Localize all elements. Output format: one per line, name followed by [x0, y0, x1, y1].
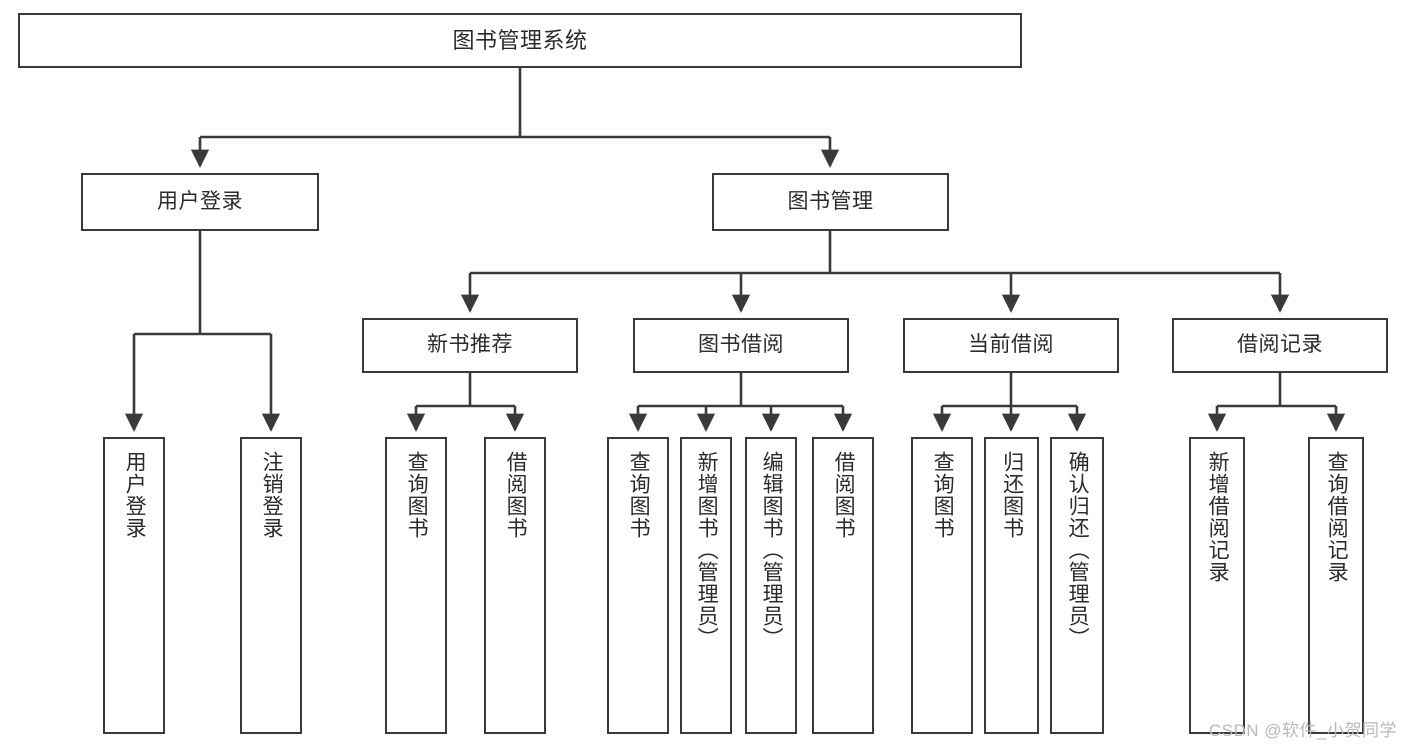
- node-label: 查询图书: [627, 451, 651, 539]
- node-leaf-add-borrow-record[interactable]: 新增借阅记录: [1189, 437, 1245, 734]
- node-label: 图书借阅: [698, 333, 784, 357]
- node-current-borrow[interactable]: 当前借阅: [903, 318, 1119, 373]
- node-leaf-query-book-3[interactable]: 查询图书: [911, 437, 973, 734]
- node-leaf-borrow-book-1[interactable]: 借阅图书: [484, 437, 546, 734]
- node-label: 新增借阅记录: [1206, 451, 1230, 583]
- node-label: 借阅图书: [832, 451, 856, 539]
- node-leaf-return-book[interactable]: 归还图书: [984, 437, 1039, 734]
- node-root-system[interactable]: 图书管理系统: [18, 13, 1022, 68]
- node-user-login[interactable]: 用户登录: [81, 173, 319, 231]
- node-book-manage[interactable]: 图书管理: [712, 173, 949, 231]
- node-label: 注销登录: [260, 451, 284, 539]
- node-leaf-user-login[interactable]: 用户登录: [103, 437, 165, 734]
- node-label: 用户登录: [123, 451, 147, 539]
- node-leaf-query-book-2[interactable]: 查询图书: [607, 437, 669, 734]
- node-label: 新增图书（管理员）: [695, 451, 719, 649]
- node-label: 查询借阅记录: [1325, 451, 1349, 583]
- node-label: 图书管理系统: [452, 27, 588, 53]
- node-label: 归还图书: [1000, 451, 1024, 539]
- node-leaf-add-book-admin[interactable]: 新增图书（管理员）: [680, 437, 732, 734]
- node-label: 图书管理: [787, 189, 874, 213]
- node-new-book-recommend[interactable]: 新书推荐: [362, 318, 578, 373]
- node-leaf-logout[interactable]: 注销登录: [240, 437, 302, 734]
- node-label: 查询图书: [931, 451, 955, 539]
- node-leaf-edit-book-admin[interactable]: 编辑图书（管理员）: [745, 437, 797, 734]
- node-label: 确认归还（管理员）: [1066, 451, 1090, 649]
- node-label: 查询图书: [405, 451, 429, 539]
- node-leaf-confirm-return-admin[interactable]: 确认归还（管理员）: [1050, 437, 1104, 734]
- node-label: 新书推荐: [427, 333, 513, 357]
- node-borrow-record[interactable]: 借阅记录: [1172, 318, 1388, 373]
- watermark-text: CSDN @软件_小贺同学: [1208, 721, 1397, 740]
- node-label: 用户登录: [157, 189, 243, 213]
- node-label: 编辑图书（管理员）: [760, 451, 784, 649]
- node-label: 借阅图书: [504, 451, 528, 539]
- node-leaf-query-book-1[interactable]: 查询图书: [385, 437, 447, 734]
- node-leaf-borrow-book-2[interactable]: 借阅图书: [812, 437, 874, 734]
- node-book-borrow[interactable]: 图书借阅: [633, 318, 849, 373]
- node-label: 当前借阅: [968, 333, 1054, 357]
- node-leaf-query-borrow-record[interactable]: 查询借阅记录: [1308, 437, 1364, 734]
- node-label: 借阅记录: [1237, 333, 1323, 357]
